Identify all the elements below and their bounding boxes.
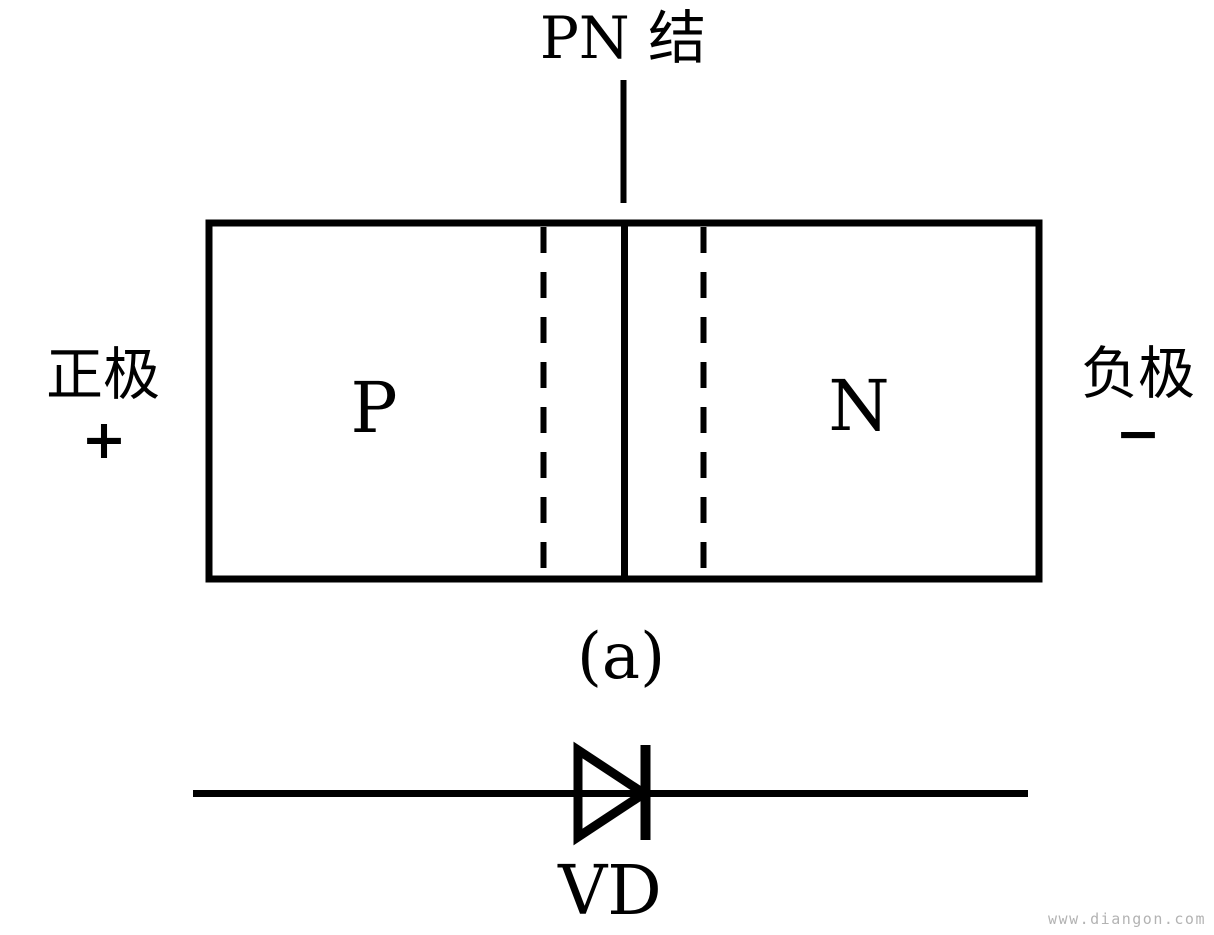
diode-anode-triangle bbox=[573, 741, 653, 846]
n-region-label: N bbox=[828, 365, 889, 447]
diode-device-label: VD bbox=[557, 852, 662, 931]
pn-junction-title: PN 结 bbox=[540, 4, 706, 72]
plus-sign: + bbox=[81, 407, 126, 471]
watermark: www.diangon.com bbox=[1048, 910, 1206, 928]
cathode-terminal-label: 负极 bbox=[1081, 341, 1195, 407]
minus-sign: − bbox=[1115, 401, 1160, 465]
panel-a-caption: (a) bbox=[577, 620, 665, 694]
anode-terminal-label: 正极 bbox=[46, 342, 160, 408]
p-region-label: P bbox=[350, 367, 397, 449]
